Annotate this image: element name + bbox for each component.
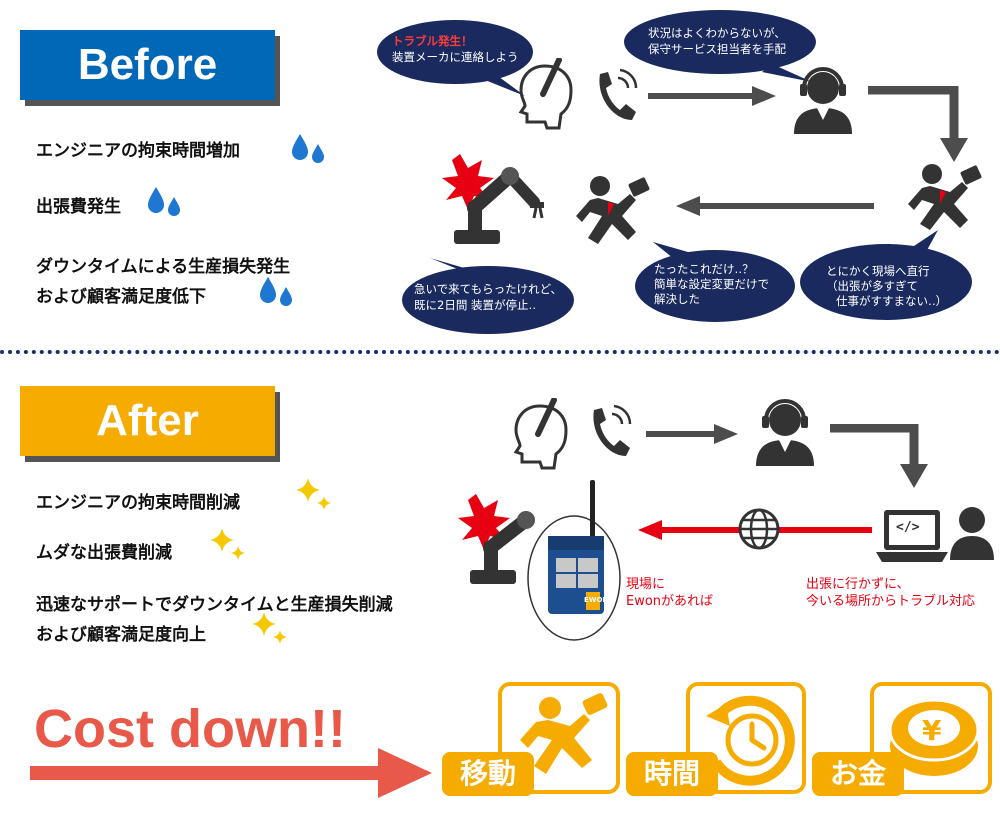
bubble-visit-line1: とにかく現場へ直行 [826,264,930,278]
operator-headset-icon [794,67,852,134]
bubble-visit-line2: （出張が多すぎて [826,279,918,293]
bubble-trouble-text: 装置メーカに連絡しよう [392,50,519,64]
tag-movement: 移動 [442,752,534,796]
code-glyph: </> [896,520,920,535]
bubble-trouble-title: トラブル発生！ [392,34,473,48]
bubble-simple-line2: 簡単な設定変更だけで [654,277,769,291]
bubble-visit-line3: 仕事がすすまない‥） [836,294,948,308]
before-item-engineer-time: エンジニアの拘束時間増加 [36,141,240,161]
speech-bubble [377,20,533,96]
cost-down-heading: Cost down!! [34,699,346,759]
tag-time: 時間 [626,752,718,796]
user-icon [950,507,994,560]
note-remote-line2: 今いる場所からトラブル対応 [806,594,976,609]
before-item-downtime: ダウンタイムによる生産損失発生 [36,257,291,277]
after-item-travel-cost: ムダな出張費削減 [36,543,172,563]
ewon-device-icon [527,480,621,641]
yen-symbol: ¥ [922,714,942,747]
thinking-head-icon [513,398,568,470]
tag-money: お金 [812,752,904,796]
bubble-late-line2: 既に2日間 装置が停止‥ [414,298,537,312]
sweat-drops-icon [292,134,324,163]
bubble-arrange-line2: 保守サービス担当者を手配 [648,42,786,56]
elbow-arrow-icon [868,86,968,162]
bubble-simple-line1: たったこれだけ‥？ [654,262,754,276]
sweat-drops-icon [148,187,180,216]
arrow-left-icon [676,196,874,216]
phone-icon [599,68,638,120]
bubble-arrange-line1: 状況はよくわからないが、 [648,26,786,40]
after-banner: After [20,386,275,456]
globe-icon [738,508,780,550]
ewon-device-label: EWON [584,596,609,604]
after-item-downtime: 迅速なサポートでダウンタイムと生産損失削減 [36,595,393,615]
thinking-head-icon [518,58,573,130]
speech-bubble [635,242,795,322]
before-item-travel-cost: 出張費発生 [36,197,121,217]
running-businessman-icon [908,164,982,230]
sparkle-icon [296,478,331,510]
speech-bubble [624,10,816,82]
note-ewon-onsite-line2: Ewonがあれば [626,594,714,609]
bubble-late-line1: 急いで来てもらったけれど、 [414,282,563,296]
before-banner: Before [20,30,275,100]
after-item-engineer-time: エンジニアの拘束時間削減 [36,493,240,513]
elbow-arrow-icon [830,424,928,488]
cost-arrow-icon [30,748,432,798]
operator-headset-icon [756,399,814,466]
running-businessman-icon [576,176,650,244]
laptop-icon [876,510,948,562]
arrow-right-icon [648,86,776,106]
speech-bubble [402,258,574,334]
sparkle-icon [210,528,245,560]
sparkle-icon [252,612,287,644]
before-item-satisfaction: および顧客満足度低下 [36,287,206,307]
bubble-simple-line3: 解決した [654,292,700,306]
robot-arm-alarm-icon [442,154,544,244]
after-item-satisfaction: および顧客満足度向上 [36,625,206,645]
sweat-drops-icon [260,277,292,306]
arrow-right-icon [646,424,738,444]
robot-arm-alarm-icon [458,494,535,584]
note-ewon-onsite-line1: 現場に [626,577,666,592]
speech-bubble [800,230,972,320]
section-divider [0,350,1000,354]
note-remote-line1: 出張に行かずに、 [806,577,910,592]
phone-icon [593,404,632,456]
